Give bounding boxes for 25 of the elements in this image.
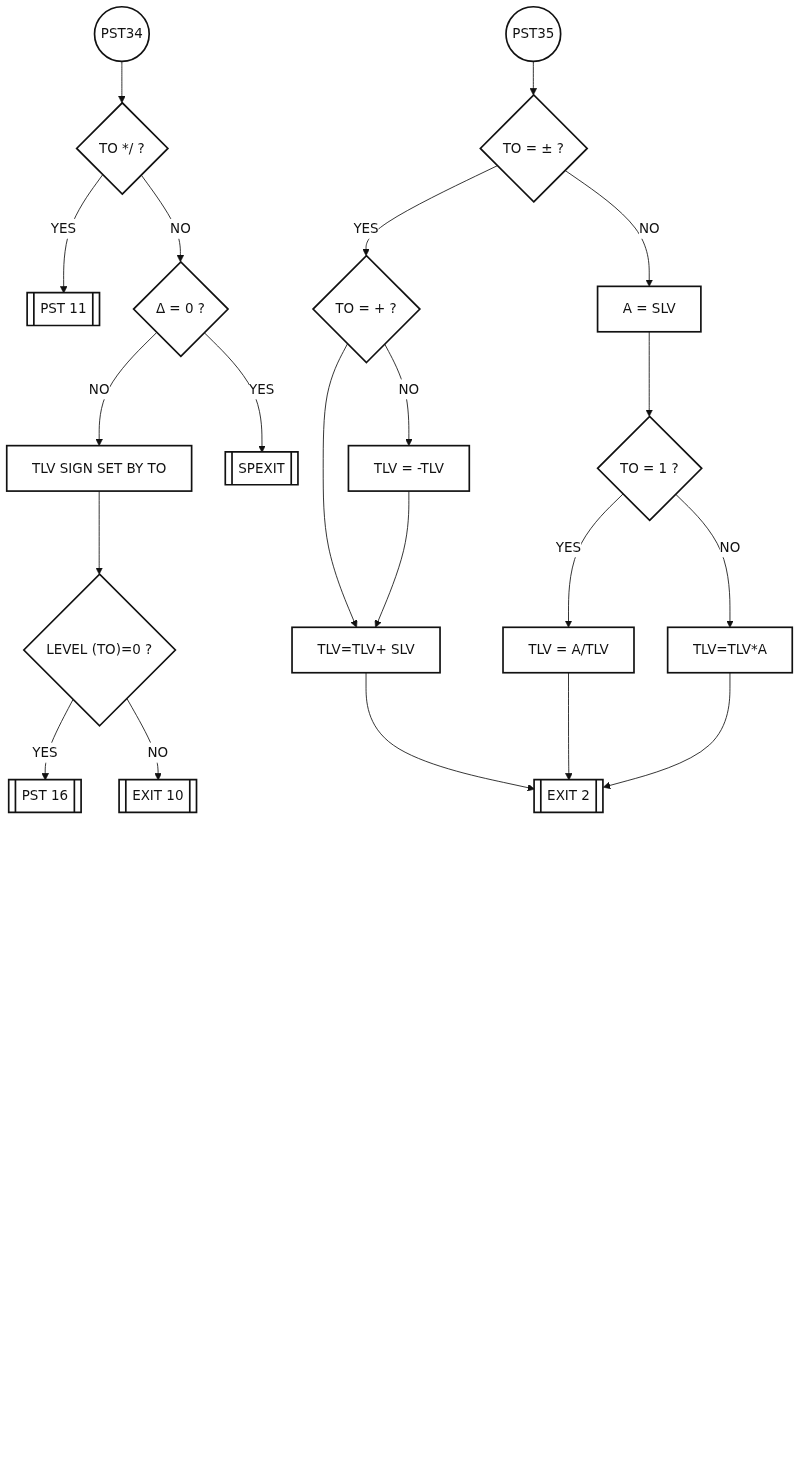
edge-label: YES (353, 220, 379, 237)
node-diamond: TO = + ? (311, 254, 422, 364)
edge-label: NO (638, 220, 660, 237)
node-box: TLV=TLV+ SLV (291, 626, 441, 674)
edge-label: NO (170, 220, 191, 237)
node-diamond: LEVEL (TO)=0 ? (22, 573, 177, 727)
edge-label: YES (248, 380, 275, 397)
edge-label: NO (88, 380, 110, 397)
edge-label: NO (147, 744, 169, 761)
edge-label: YES (50, 220, 76, 237)
node-diamond: TO */ ? (75, 101, 170, 196)
edge-label: NO (398, 380, 420, 397)
node-box: A = SLV (596, 285, 702, 333)
node-box: TLV = -TLV (347, 444, 471, 492)
node-box: TLV=TLV*A (666, 626, 794, 674)
node-circle: PST35 (505, 5, 562, 63)
edge-label: YES (32, 744, 58, 761)
node-diamond: Δ = 0 ? (132, 260, 230, 358)
node-diamond: TO = 1 ? (596, 415, 703, 522)
node-box: TLV = A/TLV (502, 626, 635, 674)
edge-label: YES (555, 538, 582, 555)
node-box: TLV SIGN SET BY TO (5, 444, 193, 492)
node-diamond: TO = ± ? (479, 93, 589, 203)
edge-label: NO (719, 538, 741, 555)
node-circle: PST34 (93, 5, 150, 63)
